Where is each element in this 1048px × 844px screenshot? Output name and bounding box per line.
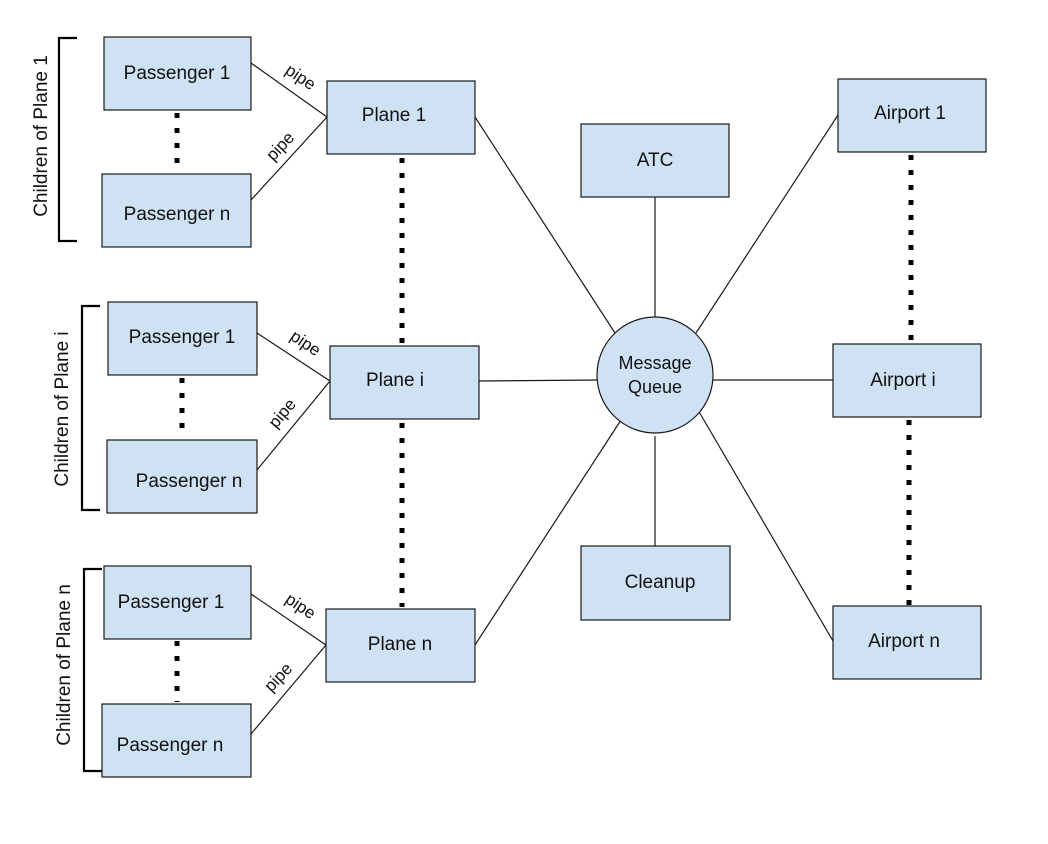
node-label: Passenger n (136, 471, 243, 492)
node-airport-n: Airport n (832, 605, 982, 680)
node-label: Passenger 1 (124, 63, 231, 84)
edge-g3-pn-planen (250, 644, 327, 735)
node-label-line1: Message (618, 353, 691, 373)
brace-g2 (80, 304, 100, 512)
node-atc: ATC (580, 123, 730, 198)
node-airport-1: Airport 1 (837, 78, 987, 153)
edge-g1-p1-plane1 (250, 62, 328, 118)
edge-g2-pn-planei (256, 380, 331, 471)
node-message-queue: Message Queue (596, 316, 714, 434)
node-label: Airport n (868, 631, 940, 652)
node-label: Plane 1 (362, 105, 426, 126)
node-plane-i: Plane i (329, 345, 480, 420)
node-airport-i: Airport i (832, 343, 982, 418)
node-label: Plane n (368, 634, 432, 655)
brace-g3 (82, 567, 102, 773)
node-plane-1: Plane 1 (326, 80, 476, 155)
edge-airportn-mq (697, 409, 834, 642)
edge-g3-p1-planen (250, 593, 327, 646)
node-cleanup: Cleanup (580, 545, 731, 621)
node-g1-passenger-1: Passenger 1 (103, 36, 252, 111)
node-label-line2: Queue (628, 377, 682, 397)
node-plane-n: Plane n (325, 608, 476, 683)
node-g2-passenger-1: Passenger 1 (107, 301, 258, 376)
edge-planei-mq (478, 379, 599, 382)
pipe-label-g3-pn: pipe (260, 659, 296, 695)
edge-g1-pn-plane1 (250, 116, 328, 201)
pipe-label-g1-pn: pipe (262, 128, 298, 164)
node-label: Cleanup (625, 572, 696, 593)
edge-g2-p1-planei (256, 332, 331, 382)
node-label: Passenger 1 (129, 327, 236, 348)
edge-planen-mq (474, 419, 622, 646)
node-g1-passenger-n: Passenger n (101, 173, 252, 248)
pipe-label-g3-p1: pipe (282, 589, 319, 623)
group-label-g1: Children of Plane 1 (31, 55, 52, 217)
node-g2-passenger-n: Passenger n (106, 439, 258, 514)
node-label: ATC (637, 150, 674, 171)
node-label: Passenger n (124, 204, 231, 225)
brace-g1 (57, 36, 77, 243)
node-label: Airport i (870, 370, 935, 391)
node-label: Passenger 1 (118, 592, 225, 613)
pipe-label-g2-pn: pipe (265, 395, 300, 432)
group-label-g3: Children of Plane n (54, 584, 75, 746)
node-label: Passenger n (117, 735, 224, 756)
edge-airport1-mq (695, 114, 839, 334)
edge-plane1-mq (474, 116, 616, 334)
pipe-label-g2-p1: pipe (287, 326, 324, 360)
node-label: Plane i (366, 370, 424, 391)
node-g3-passenger-n: Passenger n (101, 703, 252, 778)
node-g3-passenger-1: Passenger 1 (103, 565, 252, 640)
group-label-g2: Children of Plane i (52, 331, 73, 486)
node-label: Airport 1 (874, 103, 946, 124)
